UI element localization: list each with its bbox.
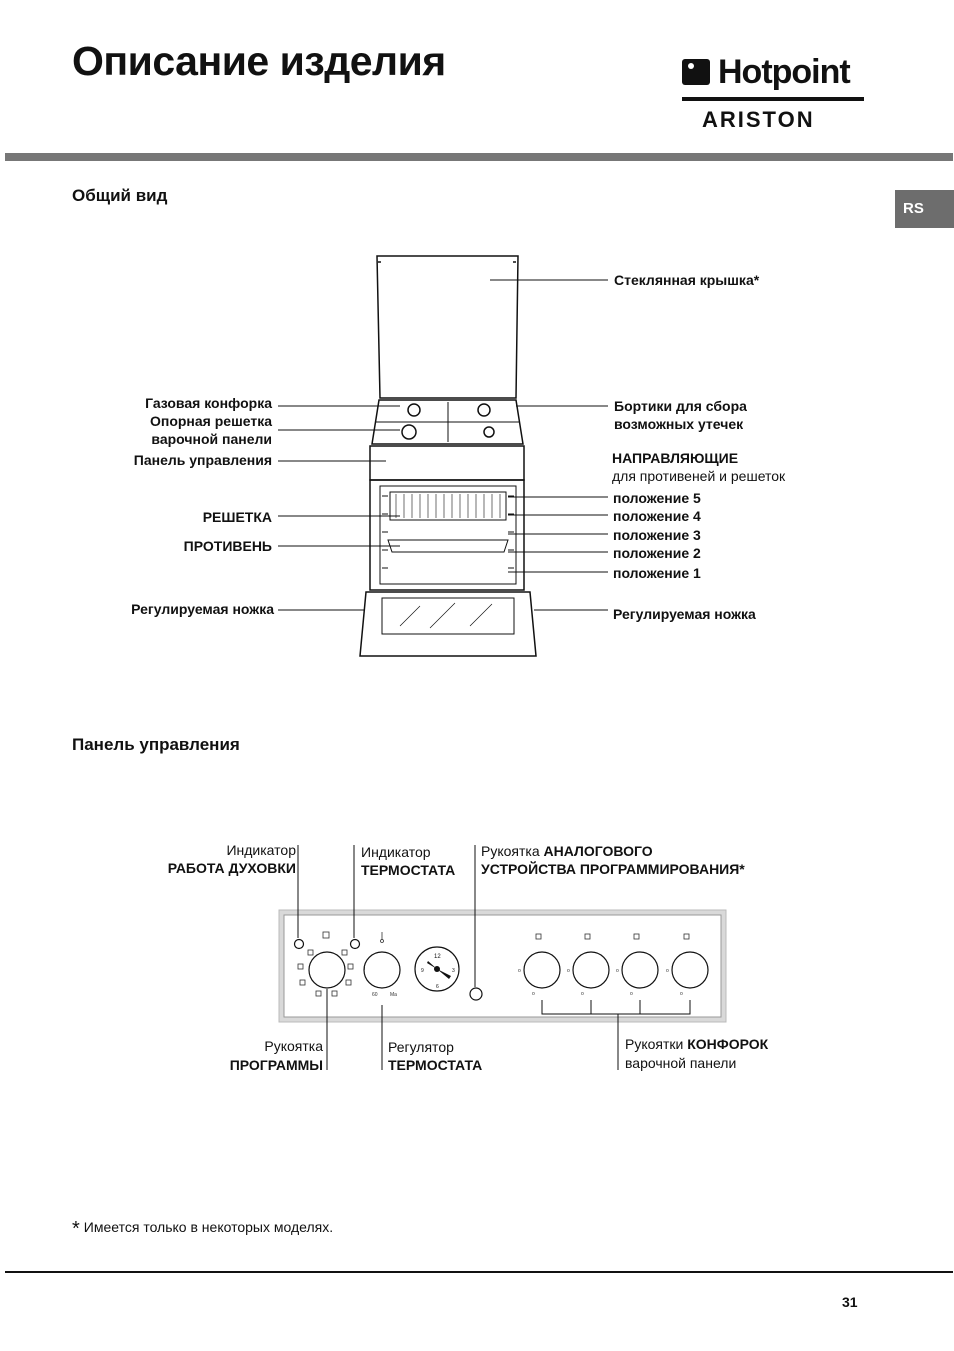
timer-dial [414, 946, 460, 992]
label-position-3: положение 3 [613, 527, 701, 543]
label-oven-indicator-1: Индикатор [226, 842, 296, 858]
label-position-2: положение 2 [613, 545, 701, 561]
label-burner-knobs-1: Рукоятки КОНФОРОК [625, 1035, 768, 1053]
label-thermostat-regulator-1: Регулятор [388, 1039, 454, 1055]
svg-text:o: o [630, 991, 633, 997]
label-timer-1-bold: АНАЛОГОВОГО [543, 843, 653, 859]
footnote-star: * [72, 1218, 80, 1240]
label-rack: РЕШЕТКА [202, 509, 272, 525]
tray-drawing [387, 539, 509, 553]
label-thermostat-indicator-1: Индикатор [361, 844, 431, 860]
timer-face: 12 3 6 9 [421, 954, 455, 990]
svg-text:o: o [616, 968, 619, 974]
label-timer-1-normal: Рукоятка [481, 843, 544, 859]
footer-rule [5, 1271, 953, 1273]
rack-drawing [389, 491, 507, 521]
burner-knob-4 [671, 951, 709, 989]
label-position-1: положение 1 [613, 565, 701, 581]
header-rule [5, 153, 953, 161]
svg-text:o: o [518, 968, 521, 974]
thermostat-knob [363, 951, 401, 989]
panel-inner [283, 914, 722, 1018]
thermostat-indicator-light [349, 938, 361, 950]
label-timer-1: Рукоятка АНАЛОГОВОГО [481, 842, 653, 860]
label-program-knob-1: Рукоятка [264, 1038, 323, 1054]
general-view-heading: Общий вид [72, 186, 168, 205]
label-glass-lid: Стеклянная крышка* [614, 272, 760, 288]
svg-text:!: ! [399, 966, 400, 972]
footnote: *Имеется только в некоторых моделях. [72, 1218, 333, 1241]
burner-front-right [483, 426, 495, 438]
brand-name: Hotpoint [718, 53, 851, 91]
footnote-text: Имеется только в некоторых моделях. [83, 1219, 334, 1235]
oven-door-drawing [359, 591, 537, 657]
label-burner-knobs-1-normal: Рукоятки [625, 1036, 688, 1052]
burner-knob-3 [621, 951, 659, 989]
svg-text:o: o [581, 991, 584, 997]
control-panel-heading: Панель управления [72, 735, 240, 754]
language-tab: RS [895, 190, 954, 228]
brand-logo: Hotpoint ARISTON [682, 52, 864, 134]
label-rim-1: Бортики для сбора [614, 398, 747, 414]
svg-text:6: 6 [436, 984, 439, 990]
brand-mark-icon [682, 59, 710, 85]
burner-knob-1 [523, 951, 561, 989]
svg-text:o: o [532, 991, 535, 997]
page-number: 31 [842, 1294, 858, 1310]
svg-text:60: 60 [372, 992, 378, 998]
svg-text:!: ! [364, 966, 365, 972]
program-knob [308, 951, 346, 989]
brand-divider [682, 97, 864, 101]
svg-text:12: 12 [434, 954, 441, 960]
hob-drawing [371, 399, 524, 445]
label-grid-2: варочной панели [151, 431, 272, 447]
label-position-5: положение 5 [613, 490, 701, 506]
label-foot-right: Регулируемая ножка [613, 606, 756, 622]
label-timer-2: УСТРОЙСТВА ПРОГРАММИРОВАНИЯ* [481, 861, 745, 877]
label-foot-left: Регулируемая ножка [131, 601, 274, 617]
brand-sub: ARISTON [702, 107, 815, 132]
oven-body-drawing [369, 479, 525, 591]
page-title: Описание изделия [72, 38, 446, 84]
svg-text:3: 3 [452, 968, 455, 974]
label-oven-indicator-2: РАБОТА ДУХОВКИ [167, 860, 296, 876]
label-burner-knobs-2: варочной панели [625, 1055, 737, 1071]
label-control-panel: Панель управления [133, 452, 272, 468]
label-burner-knobs-1-bold: КОНФОРОК [687, 1036, 769, 1052]
label-tray: ПРОТИВЕНЬ [183, 538, 272, 554]
label-thermostat-indicator-2: ТЕРМОСТАТА [361, 862, 456, 878]
svg-text:o: o [567, 968, 570, 974]
label-program-knob-2: ПРОГРАММЫ [229, 1057, 323, 1073]
burner-front-left [401, 424, 417, 440]
svg-text:o: o [666, 968, 669, 974]
label-guides-2: для противеней и решеток [612, 468, 786, 484]
label-position-4: положение 4 [613, 508, 701, 524]
oven-indicator-light [293, 938, 305, 950]
burner-knob-2 [572, 951, 610, 989]
burner-rear-right [477, 403, 491, 417]
label-thermostat-regulator-2: ТЕРМОСТАТА [388, 1057, 483, 1073]
svg-text:Ma: Ma [390, 992, 397, 998]
svg-text:9: 9 [421, 968, 424, 974]
label-gas-burner: Газовая конфорка [145, 395, 272, 411]
timer-button [469, 987, 483, 1001]
label-guides-1: НАПРАВЛЯЮЩИЕ [612, 450, 739, 466]
svg-text:o: o [680, 991, 683, 997]
label-grid-1: Опорная решетка [149, 413, 272, 429]
label-rim-2: возможных утечек [614, 416, 744, 432]
burner-rear-left [407, 403, 421, 417]
glass-lid-drawing [376, 255, 519, 399]
